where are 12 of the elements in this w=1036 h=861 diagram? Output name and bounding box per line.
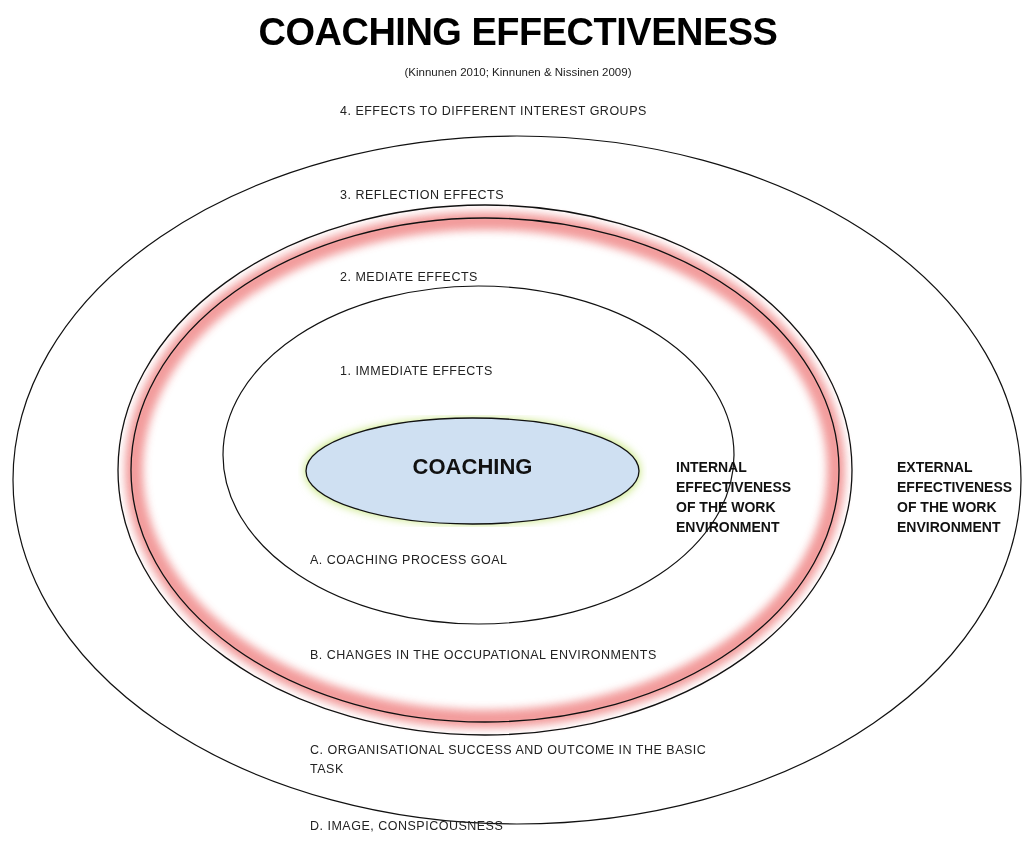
- ring-label: 4. EFFECTS TO DIFFERENT INTEREST GROUPS: [340, 103, 648, 120]
- ring-label: C. ORGANISATIONAL SUCCESS AND OUTCOME IN THE BASIC TASK: [310, 742, 708, 778]
- ring-label: 2. MEDIATE EFFECTS: [340, 269, 479, 286]
- ring-label: D. IMAGE, CONSPICOUSNESS: [310, 818, 505, 835]
- citation: (Kinnunen 2010; Kinnunen & Nissinen 2009): [403, 65, 633, 80]
- ring-label: 1. IMMEDIATE EFFECTS: [340, 363, 494, 380]
- ring-label: 3. REFLECTION EFFECTS: [340, 187, 505, 204]
- side-label: EXTERNAL EFFECTIVENESS OF THE WORK ENVIRONMENT: [897, 458, 1014, 537]
- ring-label: A. COACHING PROCESS GOAL: [310, 552, 509, 569]
- center-label: COACHING: [411, 456, 534, 478]
- ring-label: B. CHANGES IN THE OCCUPATIONAL ENVIRONMENTS: [310, 647, 658, 664]
- title: COACHING EFFECTIVENESS: [257, 10, 779, 55]
